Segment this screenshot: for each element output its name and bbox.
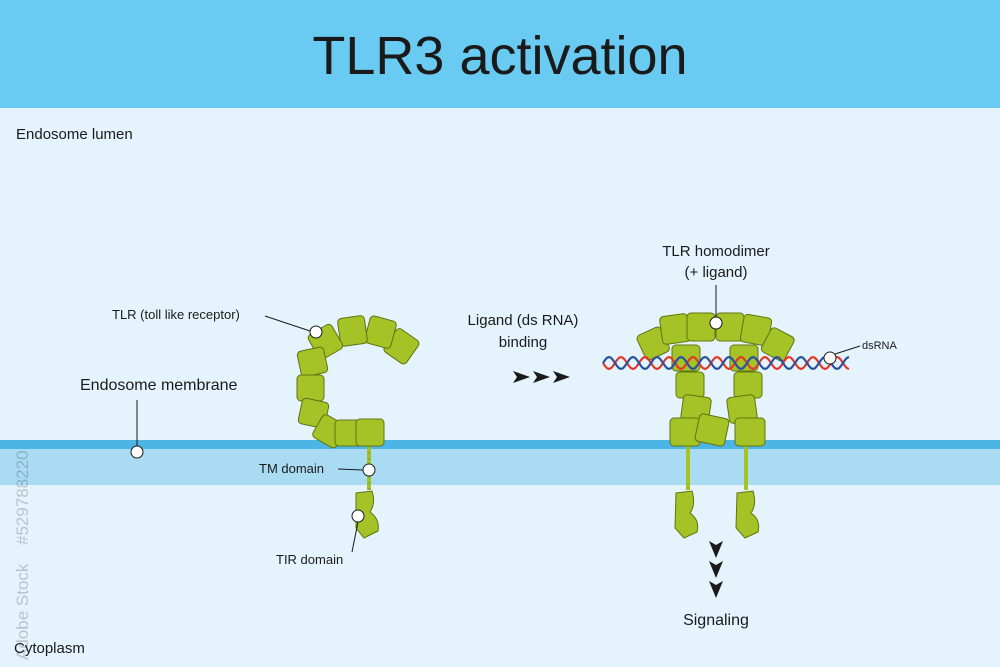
tlr-label: TLR (toll like receptor) xyxy=(112,307,240,322)
membrane-marker xyxy=(130,445,144,459)
signaling-arrows-icon xyxy=(709,541,723,598)
homodimer-marker xyxy=(709,316,723,330)
lrr-segments xyxy=(296,315,420,449)
dsrna-marker xyxy=(823,351,837,365)
cytoplasm-label: Cytoplasm xyxy=(14,640,85,657)
page-title: TLR3 activation xyxy=(312,26,687,86)
tir-marker xyxy=(351,509,365,523)
membrane-line xyxy=(0,440,1000,449)
tir-domain-left xyxy=(674,490,699,539)
membrane-label: Endosome membrane xyxy=(80,377,238,394)
tlr-monomer xyxy=(296,315,420,539)
ligand-binding-line1: Ligand (ds RNA) xyxy=(468,312,579,329)
tlr-marker xyxy=(309,325,323,339)
tir-leader xyxy=(351,521,359,553)
stock-watermark: #529788220 Adobe Stock xyxy=(13,450,32,660)
watermark-brand: Adobe Stock xyxy=(13,563,32,660)
dsrna-label: dsRNA xyxy=(862,340,898,352)
tm-marker xyxy=(362,463,376,477)
lrr-segments-left xyxy=(636,312,730,447)
homodimer-label-line2: (+ ligand) xyxy=(685,264,748,281)
homodimer-label-line1: TLR homodimer xyxy=(662,243,770,260)
tm-domain-label: TM domain xyxy=(259,461,324,476)
watermark-id: #529788220 xyxy=(13,450,32,545)
tir-domain-shape xyxy=(355,490,379,539)
dsrna-helix xyxy=(602,355,850,371)
dsrna-leader xyxy=(834,345,861,355)
tlr-leader xyxy=(264,315,311,332)
tir-domain-right xyxy=(735,490,760,539)
ligand-binding-line2: binding xyxy=(499,334,547,351)
transition-arrows-icon xyxy=(513,371,570,383)
title-banner xyxy=(0,0,1000,108)
tir-domain-label: TIR domain xyxy=(276,552,343,567)
signaling-label: Signaling xyxy=(683,612,749,629)
lumen-label: Endosome lumen xyxy=(16,126,133,143)
tm-leader xyxy=(337,468,364,471)
